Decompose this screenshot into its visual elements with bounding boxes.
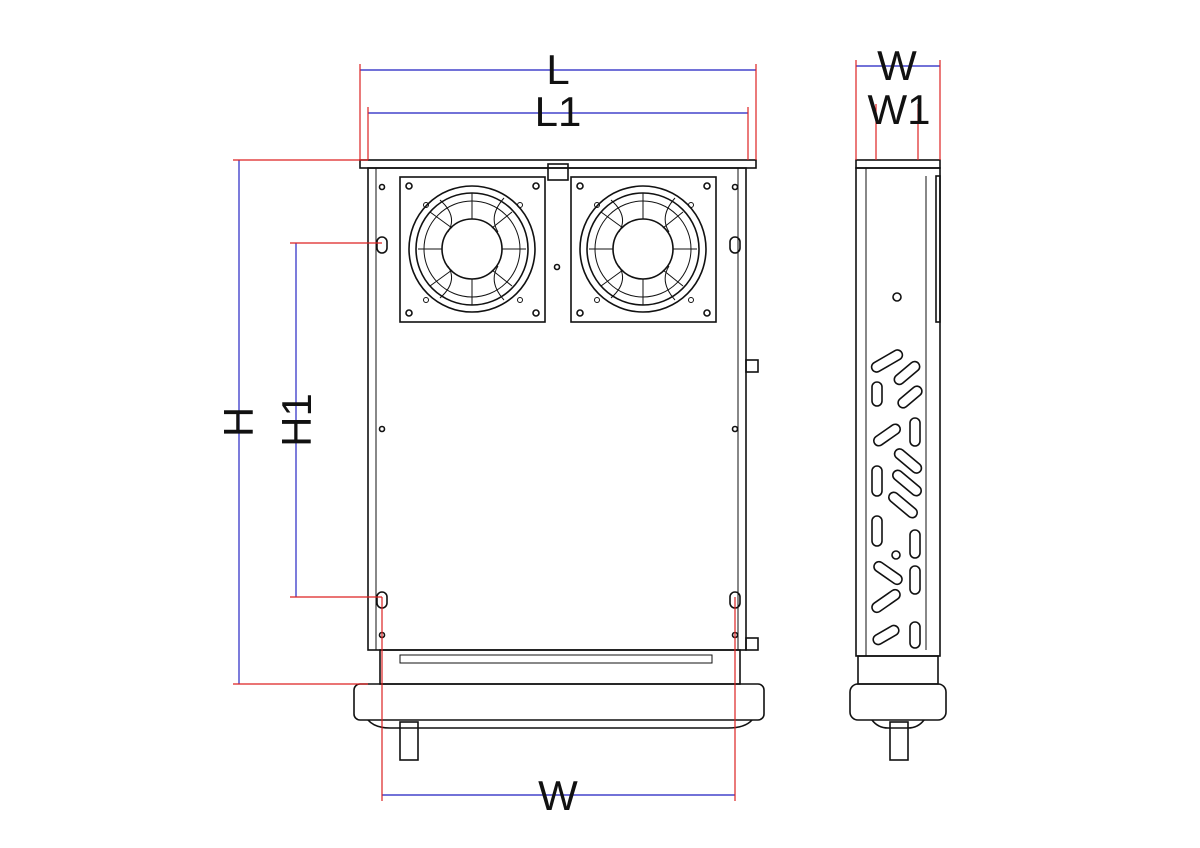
side-body <box>855 167 941 657</box>
dim-label-H: H <box>215 407 262 437</box>
mount-slot <box>376 236 388 254</box>
front-top-tab <box>547 163 569 181</box>
side-top-lid <box>855 159 941 169</box>
dim-label-W1-side: W1 <box>868 86 931 133</box>
front-base <box>353 683 765 721</box>
dim-label-H1: H1 <box>273 393 320 447</box>
side-view <box>849 159 947 761</box>
dim-label-W-side: W <box>877 42 917 89</box>
dimension-lines <box>233 60 941 801</box>
fan-left-frame <box>399 176 546 323</box>
front-view <box>353 159 765 761</box>
fan-left <box>399 176 546 323</box>
dim-label-L: L <box>546 46 569 93</box>
dim-label-L1: L1 <box>535 88 582 135</box>
fan-right <box>570 176 717 323</box>
fan-right-frame <box>570 176 717 323</box>
dim-label-W-bottom: W <box>538 772 578 819</box>
mount-slot <box>729 236 741 254</box>
vent-slots <box>870 349 923 649</box>
side-base <box>849 683 947 721</box>
